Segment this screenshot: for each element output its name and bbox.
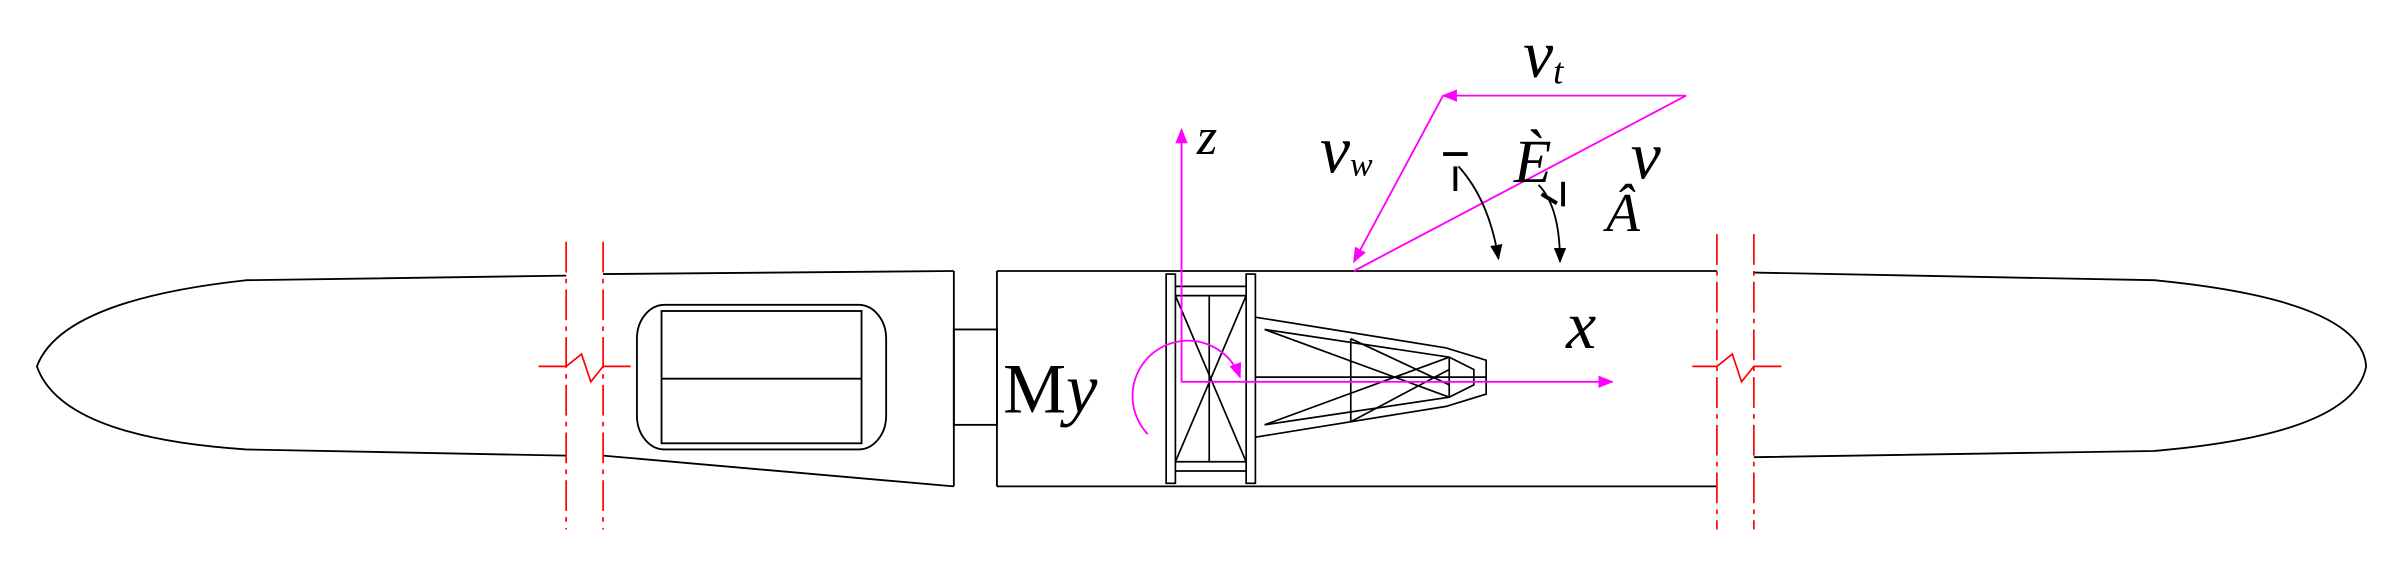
angle-markers (1443, 152, 1567, 264)
frame-right-post (1245, 273, 1257, 485)
alpha-label: Â (1602, 182, 1641, 243)
right-hull-body (996, 270, 2368, 488)
my-label: My (1003, 351, 1098, 429)
x-label: x (1565, 288, 1596, 363)
break-zigzag-right (1692, 352, 1782, 384)
motor-box-inner (660, 310, 863, 445)
v-vector-arrow (1353, 94, 1687, 272)
frame-mechanism (1165, 273, 1487, 485)
hull-connector (952, 328, 998, 426)
motor-box (636, 303, 888, 451)
vt-label: vt (1523, 17, 1564, 92)
left-hull-nose (35, 274, 567, 457)
labels: vt vw z È v Â x My (1003, 17, 1662, 428)
left-hull-bottom-line (602, 454, 954, 488)
alpha-angle-arc (1537, 184, 1567, 264)
theta-label: È (1513, 128, 1552, 196)
left-hull-top-line (603, 270, 954, 275)
theta-angle-arc (1457, 165, 1503, 261)
v-label: v (1631, 119, 1662, 194)
vw-vector-arrow (1353, 95, 1444, 264)
right-hull-tail (1753, 271, 2368, 459)
my-moment-arc (1131, 339, 1242, 435)
left-hull-body (35, 270, 955, 488)
z-label: z (1196, 108, 1217, 166)
vw-label: vw (1320, 113, 1373, 188)
break-lines (538, 234, 1782, 530)
break-zigzag-left (538, 352, 631, 384)
frame-left-post (1165, 273, 1177, 485)
vector-arrows (1131, 89, 1687, 435)
